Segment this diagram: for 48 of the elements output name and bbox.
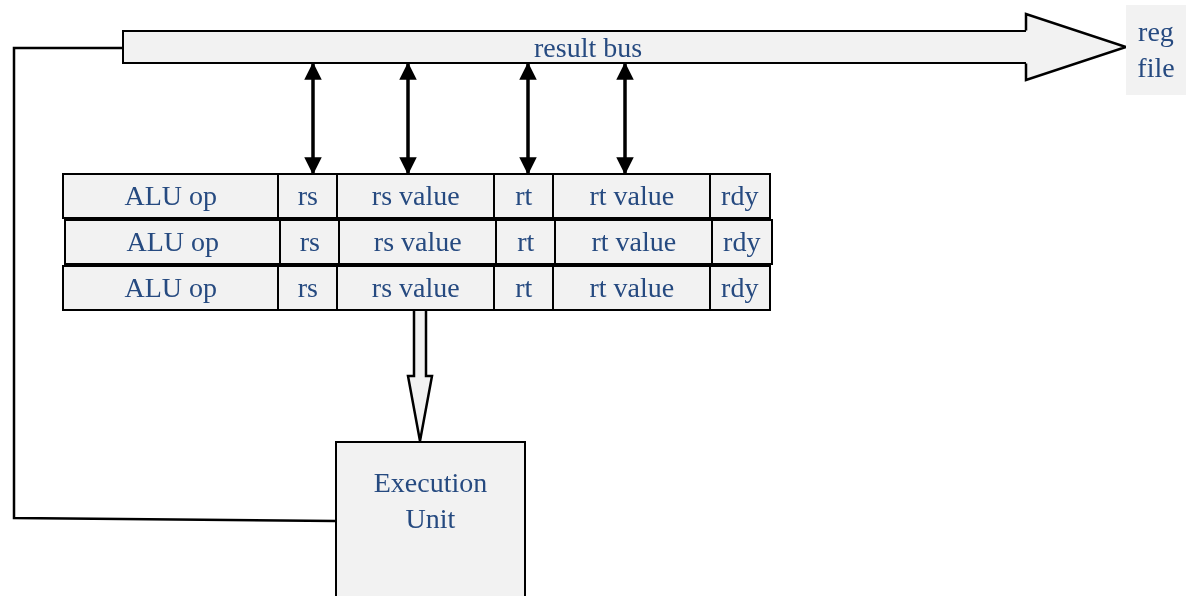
node-label: rdy [721,270,759,305]
arrow [304,62,322,175]
node-label: rt [515,178,533,213]
block-arrow [406,309,434,443]
table-cell [336,265,496,311]
table-cell [552,265,712,311]
node-label: rs value [373,224,462,259]
node-label: rs value [371,178,460,213]
node-label: ALU op [124,270,217,305]
node-label: rs [297,270,318,305]
table-cell [336,173,496,219]
node-label: rt value [589,270,675,305]
execution-unit-box [335,441,526,596]
table-cell [554,219,714,265]
table-cell [709,173,771,219]
connector-line [12,46,335,523]
node-label: ALU op [126,224,219,259]
table-cell [493,265,555,311]
arrow [519,62,537,175]
table-cell [493,173,555,219]
table-cell [709,265,771,311]
node-label: result bus [534,32,643,64]
table-cell [277,265,339,311]
table-cell [277,173,339,219]
table-cell [495,219,557,265]
node-label: reg file [1136,14,1176,85]
node-label: rt value [591,224,677,259]
table-cell [279,219,341,265]
node-label: rdy [721,178,759,213]
table-cell [62,173,280,219]
node-label: rt value [589,178,675,213]
arrow [616,62,634,175]
node-label: rt [517,224,535,259]
arrow [399,62,417,175]
node-label: Execution Unit [372,465,489,536]
node-label: rdy [723,224,761,259]
node-label: rs value [371,270,460,305]
table-cell [64,219,282,265]
table-cell [711,219,773,265]
node-label: rs [299,224,320,259]
result-bus [122,30,1026,64]
node-label: rt [515,270,533,305]
table-cell [552,173,712,219]
table-cell [338,219,498,265]
node-label: rs [297,178,318,213]
node-label: ALU op [124,178,217,213]
register-file-box [1126,5,1186,95]
table-cell [62,265,280,311]
